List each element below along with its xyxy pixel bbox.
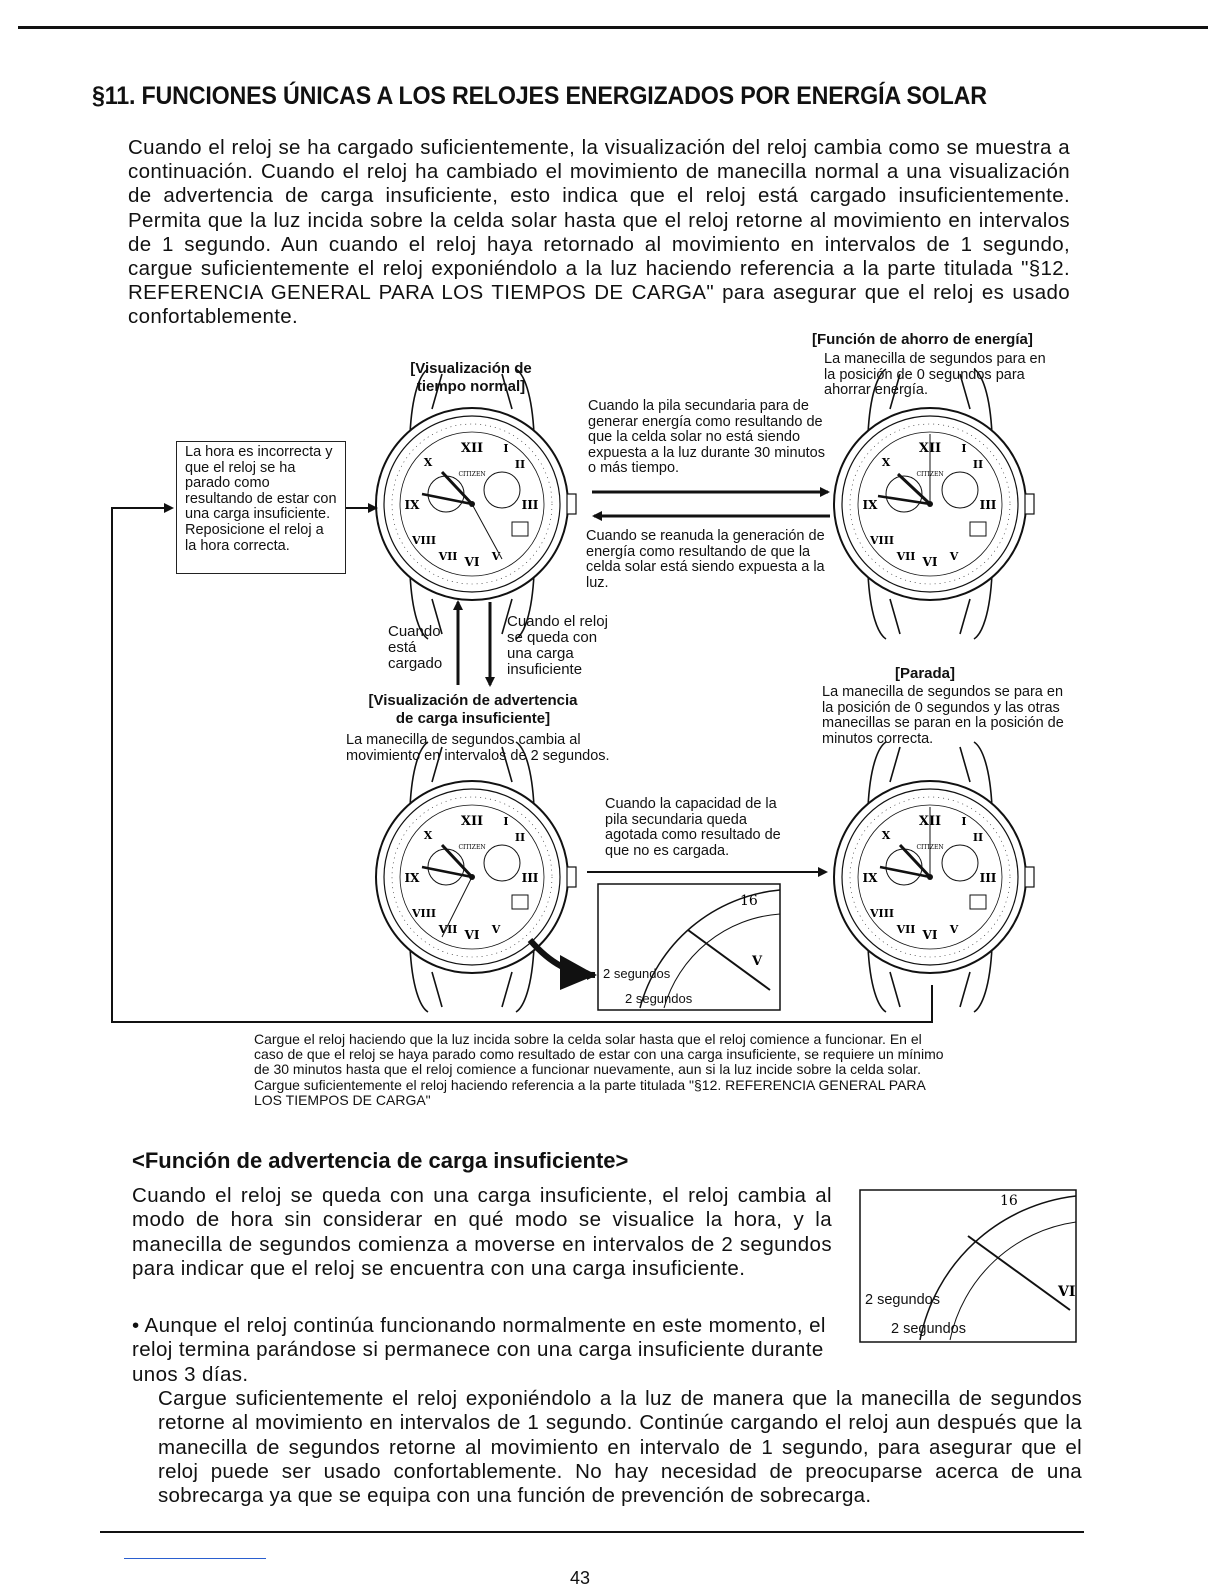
intro-paragraph: Cuando el reloj se ha cargado suficiente… <box>128 136 1070 329</box>
watch-energy-saving-illustration <box>833 368 1035 640</box>
top-rule <box>18 26 1208 29</box>
inset-dial-detail: 16 V <box>639 889 781 1009</box>
watch-stopped-illustration <box>833 741 1035 1013</box>
bullet-continuation: Cargue suficientemente el reloj exponién… <box>158 1387 1082 1508</box>
inset-two-seconds-a: 2 segundos <box>865 1292 940 1308</box>
watch-normal-illustration <box>375 368 577 640</box>
charged-text: Cuando está cargado <box>388 623 443 672</box>
svg-text:16: 16 <box>1000 1193 1018 1209</box>
from-energy-saving-text: Cuando se reanuda la generación de energ… <box>586 528 825 591</box>
bullet-item: • Aunque el reloj continúa funcionando n… <box>132 1314 826 1386</box>
inset-two-seconds-b: 2 segundos <box>891 1321 966 1337</box>
diagram-caption: Cargue el reloj haciendo que la luz inci… <box>254 1031 944 1108</box>
two-seconds-label-a: 2 segundos <box>603 966 671 981</box>
footer-accent-line <box>124 1558 266 1559</box>
bottom-rule <box>100 1531 1084 1533</box>
warning-display-desc: La manecilla de segundos cambia al movim… <box>346 732 610 764</box>
detail-inset-2 <box>859 1189 1077 1343</box>
svg-text:V: V <box>751 954 763 969</box>
svg-text:VI: VI <box>1057 1284 1075 1300</box>
stopped-desc: La manecilla de segundos se para en la p… <box>822 684 1064 747</box>
svg-text:16: 16 <box>740 893 758 909</box>
stopped-title: [Parada] <box>895 665 956 682</box>
to-energy-saving-text: Cuando la pila secundaria para de genera… <box>588 398 825 477</box>
warning-function-heading: <Función de advertencia de carga insufic… <box>132 1148 629 1173</box>
reset-time-box: La hora es incorrecta y que el reloj se … <box>176 441 346 574</box>
two-seconds-label-b: 2 segundos <box>625 991 693 1006</box>
warning-display-title: [Visualización de advertencia de carga i… <box>368 692 578 727</box>
energy-saving-title: [Función de ahorro de energía] <box>812 331 1033 348</box>
to-stopped-text: Cuando la capacidad de la pila secundari… <box>605 796 781 859</box>
warning-function-paragraph: Cuando el reloj se queda con una carga i… <box>132 1184 832 1280</box>
watch-warning-illustration <box>375 741 577 1013</box>
normal-display-title: [Visualización de tiempo normal] <box>410 360 532 395</box>
energy-saving-desc: La manecilla de segundos para en la posi… <box>824 351 1046 399</box>
detail-inset-diagram <box>597 883 781 1011</box>
inset-2-dial-detail: 16 VI <box>919 1193 1077 1341</box>
page-number: 43 <box>570 1568 591 1588</box>
section-title: §11. FUNCIONES ÚNICAS A LOS RELOJES ENER… <box>92 82 987 110</box>
insufficient-text: Cuando el reloj se queda con una carga i… <box>507 613 608 678</box>
